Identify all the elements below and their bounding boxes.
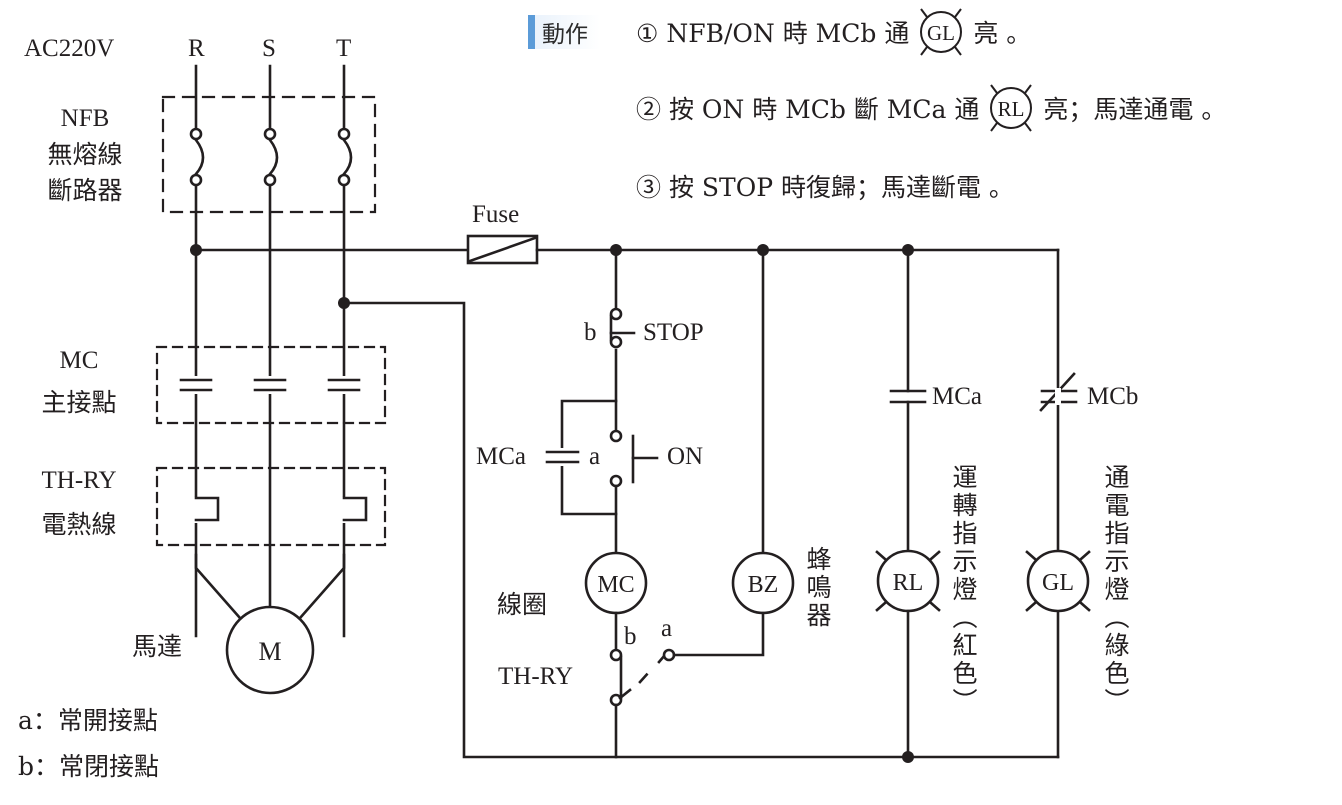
thry-contact-symbol [609,648,676,707]
junction-dot [610,244,622,256]
supply-voltage-label: AC220V [24,35,115,62]
legend-a: a：常開接點 [18,706,158,735]
mc-main-contacts [191,376,349,394]
mc-main-label: MC [59,347,99,374]
thry-contact-a: a [661,615,673,642]
on-label: ON [667,443,704,470]
rl-lamp-symbol: RL [998,97,1025,121]
power-lamp-symbol-text: GL [1042,570,1074,596]
step-1-suffix: 亮 。 [973,19,1032,48]
power-lamp-contact-label: MCb [1087,383,1139,410]
junction-dots [190,244,914,763]
junction-dot [190,244,202,256]
mc-main-contact-bars [179,378,361,392]
thry-contact-label: TH-RY [498,663,573,690]
stop-button-symbol [609,307,636,349]
rl-lamp-icon: RL [990,84,1033,132]
run-lamp-symbol [875,549,941,613]
operation-step-3: ③ 按 STOP 時復歸；馬達斷電 。 [636,158,1014,214]
junction-dot [902,244,914,256]
phase-t-line [342,64,353,638]
stop-label: STOP [643,319,704,346]
phase-r-line [194,64,205,638]
step-1-text: ① NFB/ON 時 MCb 通 [636,19,910,48]
gl-lamp-icon: GL [920,8,963,56]
coil-symbol-text: MC [597,572,634,598]
buzzer-symbol-text: BZ [748,572,779,598]
on-contact-type: a [589,443,601,470]
thry-heater-name: 電熱線 [41,510,117,539]
gl-lamp-symbol: GL [927,21,955,45]
phase-t-label: T [336,35,352,62]
motor-wiring [194,553,346,620]
thry-heater-elements [194,496,368,522]
nfb-contacts [189,127,351,187]
stop-contact-type: b [584,319,597,346]
coil-name: 線圈 [497,590,548,619]
run-lamp-contact-label: MCa [932,383,982,410]
motor-name: 馬達 [132,632,183,661]
operation-tab-label: 動作 [542,22,588,48]
on-button-symbol [609,429,659,488]
operation-step-1: ① NFB/ON 時 MCb 通 GL 亮 。 [636,4,1031,60]
nfb-name-line1: 無熔線 [47,140,123,169]
thry-heater-label: TH-RY [41,467,117,494]
legend-b: b：常閉接點 [18,752,160,781]
phase-r-label: R [188,35,205,62]
power-lamp-name: 通電指示燈（綠色） [1101,464,1130,716]
run-lamp-name: 運轉指示燈（紅色） [949,464,978,716]
motor-symbol [225,605,315,695]
junction-dot [338,297,350,309]
motor-symbol-text: M [258,637,281,666]
step-2-suffix: 亮；馬達通電 。 [1043,95,1227,124]
fuse-slash [468,236,537,263]
operation-step-2: ② 按 ON 時 MCb 斷 MCa 通 RL 亮；馬達通電 。 [636,80,1226,136]
phase-s-label: S [262,35,276,62]
self-hold-contact-symbol [545,448,580,466]
self-hold-branch [560,399,618,516]
run-lamp-symbol-text: RL [893,570,924,596]
operation-tab: 動作 [528,15,600,49]
junction-dot [902,751,914,763]
control-return-line [342,301,1060,759]
phase-s-line [268,64,279,608]
junction-dot [757,244,769,256]
thry-contact-b: b [624,623,637,650]
power-lamp-symbol [1025,549,1091,613]
step-2-text: ② 按 ON 時 MCb 斷 MCa 通 [636,95,980,124]
nfb-name-line2: 斷路器 [47,176,123,205]
mca-self-hold-label: MCa [476,443,526,470]
nfb-label: NFB [60,105,110,132]
fuse-label: Fuse [472,201,520,228]
mc-main-name: 主接點 [41,388,117,417]
step-3-text: ③ 按 STOP 時復歸；馬達斷電 。 [636,173,1014,202]
run-lamp-contact [889,389,927,404]
buzzer-name: 蜂鳴器 [803,546,832,630]
thry-heaters [193,497,347,523]
mc-main-box [155,345,387,425]
thry-heater-box [155,466,387,547]
